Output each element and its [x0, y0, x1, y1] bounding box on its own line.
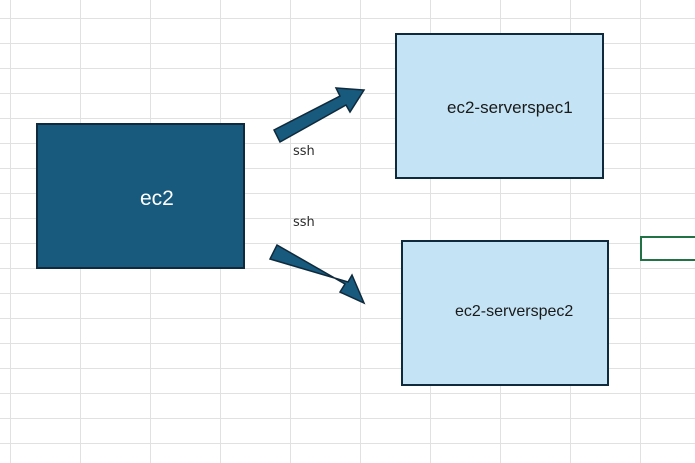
node-ec2-serverspec1[interactable]: ec2-serverspec1 [395, 33, 604, 179]
grid-row-line [0, 418, 695, 419]
grid-column-line [290, 0, 291, 463]
grid-row-line [0, 318, 695, 319]
grid-row-line [0, 68, 695, 69]
grid-column-line [570, 0, 571, 463]
edge-label-ssh-1: ssh [293, 144, 315, 159]
grid-column-line [500, 0, 501, 463]
grid-row-line [0, 118, 695, 119]
grid-row-line [0, 143, 695, 144]
grid-column-line [430, 0, 431, 463]
node-ec2-label: ec2 [140, 187, 174, 210]
grid-row-line [0, 18, 695, 19]
grid-row-line [0, 218, 695, 219]
grid-row-line [0, 268, 695, 269]
grid-row-line [0, 368, 695, 369]
edge-label-ssh-2: ssh [293, 215, 315, 230]
grid-row-line [0, 343, 695, 344]
grid-row-line [0, 193, 695, 194]
arrow-to-serverspec2[interactable] [268, 243, 366, 305]
grid-column-line [640, 0, 641, 463]
grid-column-line [360, 0, 361, 463]
selected-cell[interactable] [640, 236, 695, 261]
grid-row-line [0, 393, 695, 394]
node-ec2-serverspec2[interactable]: ec2-serverspec2 [401, 240, 609, 386]
node-ec2-serverspec2-label: ec2-serverspec2 [455, 303, 574, 320]
node-ec2-serverspec1-label: ec2-serverspec1 [447, 98, 573, 117]
grid-row-line [0, 443, 695, 444]
grid-column-line [10, 0, 11, 463]
grid-row-line [0, 43, 695, 44]
node-ec2[interactable]: ec2 [36, 123, 245, 269]
arrow-to-serverspec1[interactable] [272, 87, 366, 144]
grid-row-line [0, 243, 695, 244]
grid-row-line [0, 168, 695, 169]
